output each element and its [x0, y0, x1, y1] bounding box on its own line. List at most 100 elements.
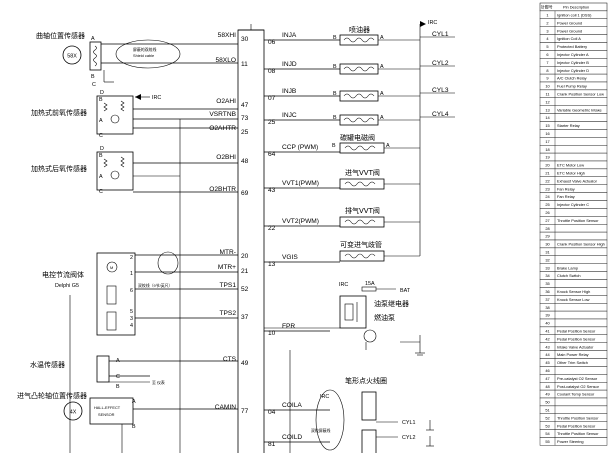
ecu-signal-name: 58XHI: [218, 32, 236, 39]
ecu-signal-name: CCP (PWM): [282, 144, 318, 151]
pin-number-cell: 54: [545, 431, 550, 436]
pin-desc-cell: Main Power Relay: [557, 352, 589, 357]
svg-text:A: A: [386, 143, 390, 149]
pin-number-cell: 29: [545, 234, 549, 239]
pin-number-cell: 44: [545, 352, 550, 357]
svg-text:B: B: [333, 35, 337, 41]
pin-number-cell: 55: [545, 439, 549, 444]
ecu-signal-name: INJD: [282, 61, 297, 68]
pin-desc-cell: Throttle Position Sensor: [557, 415, 599, 420]
pin-number-cell: 19: [545, 155, 549, 160]
ecu-signal-name: CTS: [223, 356, 237, 363]
svg-text:D: D: [100, 90, 104, 96]
pin-number-cell: 8: [546, 68, 548, 73]
pin-desc-cell: Injector Cylinder A: [557, 52, 589, 57]
svg-text:D: D: [100, 146, 104, 152]
svg-text:C: C: [99, 133, 103, 139]
pin-desc-cell: Intake Valve Actuator: [557, 344, 594, 349]
ecu-signal-name: FPR: [282, 323, 295, 330]
pin-number-cell: 5: [546, 44, 548, 49]
table-row: [539, 129, 608, 138]
table-row: [539, 223, 608, 233]
ccp-valve: 碳罐电磁阀 B A: [332, 133, 420, 154]
coolant-label: 水温传感器: [30, 360, 65, 369]
table-row: [539, 113, 608, 122]
svg-text:C: C: [92, 82, 96, 88]
table-row: [539, 437, 608, 446]
ecu-signal-name: TPS2: [220, 310, 237, 317]
ecu-signal-name: MTR-: [220, 249, 236, 256]
pin-number-cell: 7: [546, 60, 548, 65]
svg-text:A: A: [380, 35, 384, 41]
pin-number-cell: 40: [545, 321, 550, 326]
table-row: [539, 152, 608, 162]
svg-text:2: 2: [130, 255, 133, 261]
table-row: [539, 318, 608, 328]
pin-number-cell: 41: [545, 329, 549, 334]
o2-sensor-b: 加热式后氧传感器 D B A C: [31, 119, 238, 195]
svg-text:A: A: [99, 118, 103, 124]
svg-text:A: A: [380, 115, 384, 121]
pin-number-cell: 1: [546, 13, 548, 18]
pin-number-cell: 25: [545, 202, 549, 207]
pin-number-cell: 36: [545, 289, 549, 294]
vvt2-valve: 排气VVT阀: [339, 206, 420, 228]
table-row: [539, 405, 608, 414]
svg-text:至 仪表: 至 仪表: [152, 380, 165, 385]
pin-desc-cell: Ignition Coil A: [557, 36, 581, 41]
coolant-sensor: 水温传感器 A C B 至 仪表: [30, 355, 238, 390]
svg-text:3: 3: [130, 316, 133, 322]
svg-text:双绞屏蔽线: 双绞屏蔽线: [311, 428, 331, 433]
pin-desc-cell: Brake Lamp: [557, 265, 578, 270]
pin-desc-cell: Power Steering: [557, 439, 584, 444]
svg-text:M: M: [110, 265, 113, 270]
pin-number-cell: 2: [546, 20, 548, 25]
ecu-pin-number: 06: [268, 39, 276, 46]
pin-number-cell: 48: [545, 384, 549, 389]
pin-number-cell: 10: [545, 84, 550, 89]
ecu-pin-number: 08: [268, 68, 276, 75]
table-row: [539, 208, 608, 217]
o2b-label: 加热式后氧传感器: [31, 164, 87, 173]
pin-desc-cell: Protected Battery: [557, 44, 587, 49]
ecu-signal-name: O2AHI: [216, 98, 236, 105]
pin-number-cell: 34: [545, 273, 550, 278]
pin-number-cell: 17: [545, 139, 549, 144]
pin-number-cell: 24: [545, 194, 550, 199]
svg-text:B: B: [333, 64, 337, 70]
svg-text:碳罐电磁阀: 碳罐电磁阀: [340, 133, 375, 142]
ecu-pin-number: 37: [241, 314, 249, 321]
pin-number-cell: 27: [545, 218, 549, 223]
pin-desc-cell: Exhaust Valve Actuator: [557, 178, 598, 183]
pin-number-cell: 31: [545, 250, 549, 255]
pin-number-cell: 3: [546, 28, 548, 33]
pin-desc-cell: Crank Position Sensor Low: [557, 92, 604, 97]
crank-badge-text: 58X: [67, 54, 77, 60]
ecu-signal-name: CAMIN: [215, 404, 236, 411]
ecu-pin-number: 13: [268, 261, 276, 268]
pin-desc-cell: Pedal Position Sensor: [557, 336, 596, 341]
ecu-signal-name: TPS1: [220, 282, 237, 289]
cam-sensor: 进气凸轮轴位置传感器 4X HALL-EFFECT SENSOR A B: [17, 295, 238, 453]
ecu-pin-number: 64: [268, 151, 276, 158]
svg-text:屏蔽的双绞线: 屏蔽的双绞线: [133, 47, 156, 52]
svg-text:IRC: IRC: [339, 282, 348, 288]
pin-desc-cell: Crank Position Sensor High: [557, 242, 605, 247]
throttle-label: 电控节流阀体: [42, 270, 84, 279]
pin-number-cell: 53: [545, 423, 549, 428]
table-row: [539, 97, 608, 106]
svg-text:B: B: [99, 153, 103, 159]
svg-text:喷油器: 喷油器: [349, 25, 370, 34]
pin-number-cell: 32: [545, 257, 549, 262]
pin-number-cell: 50: [545, 400, 550, 405]
ecu-signal-name: MTR+: [218, 264, 236, 271]
ecu-signal-name: O2BHI: [216, 154, 236, 161]
ecu-pin-number: 04: [268, 409, 276, 416]
ecu-pin-number: 07: [268, 95, 276, 102]
pin-number-cell: 21: [545, 171, 549, 176]
pin-number-cell: 16: [545, 131, 549, 136]
svg-text:油泵继电器: 油泵继电器: [374, 299, 409, 308]
svg-text:1: 1: [130, 271, 133, 277]
